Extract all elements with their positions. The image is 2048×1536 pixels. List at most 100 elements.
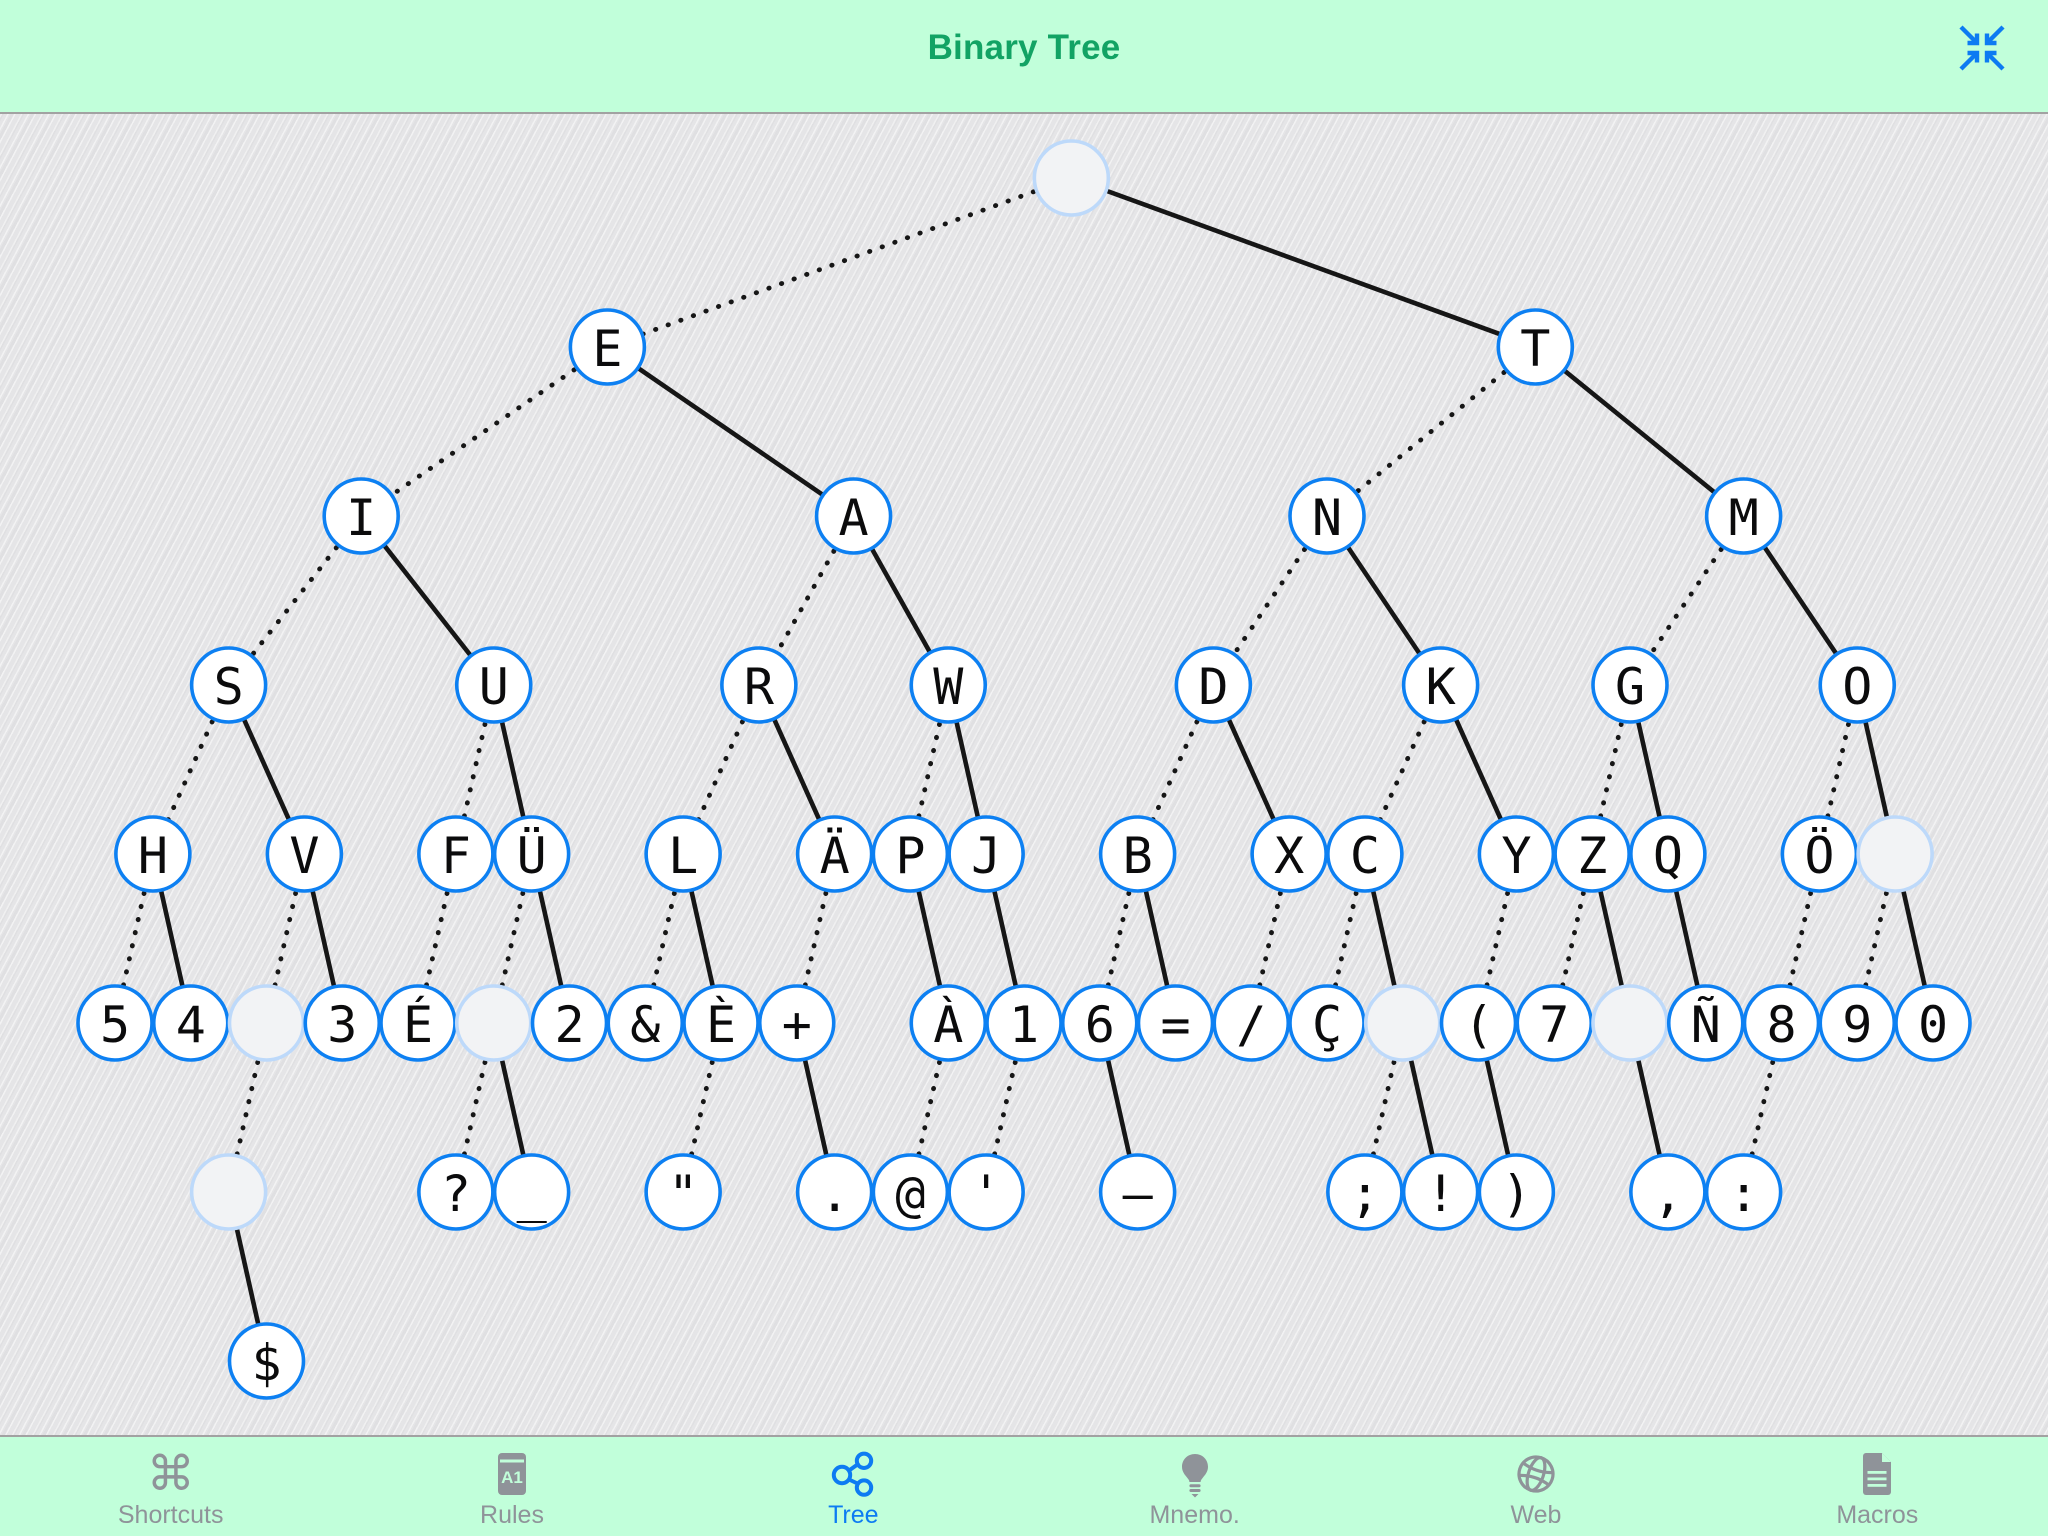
tab-label: Shortcuts — [117, 1501, 224, 1529]
tree-node-r — [720, 646, 798, 724]
tree-node-label-p: P — [895, 827, 925, 885]
tree-node-label-a-grave: À — [933, 995, 963, 1054]
tab-label: Web — [1510, 1501, 1562, 1529]
tree-node-blank — [454, 984, 533, 1062]
tab-shortcuts[interactable]: ⌘ Shortcuts — [0, 1437, 341, 1536]
tree-node-label-semicolon: ; — [1350, 1165, 1380, 1223]
tree-node-label-e-grave: È — [706, 995, 736, 1054]
tree-node-label-3: 3 — [327, 996, 357, 1054]
tree-node-label-comma: , — [1653, 1165, 1683, 1223]
navigation-bar: Binary Tree — [0, 0, 2048, 114]
tree-node-label-g: G — [1615, 658, 1645, 716]
tree-node-label-apostrophe: ' — [971, 1165, 1001, 1223]
macro-document-icon — [1863, 1453, 1892, 1495]
tree-node-label-underscore: _ — [517, 1165, 548, 1223]
tree-network-icon — [832, 1451, 874, 1497]
tree-node-underscore — [492, 1153, 571, 1231]
tree-node-label-6: 6 — [1085, 996, 1115, 1054]
tree-node-label-period: . — [820, 1165, 850, 1223]
tree-node-c — [1326, 815, 1404, 893]
tree-node-label-o-diaeresis: Ö — [1804, 827, 1834, 885]
tree-node-apostrophe — [947, 1153, 1025, 1231]
tree-node-o — [1818, 646, 1897, 724]
tree-node-label-z: Z — [1577, 827, 1607, 885]
tree-node-colon — [1704, 1153, 1783, 1231]
tree-node-label-colon: : — [1729, 1165, 1759, 1223]
tree-node-e — [568, 308, 647, 386]
tab-label: Macros — [1836, 1501, 1919, 1529]
tree-node-label-plus: + — [782, 996, 812, 1054]
tree-node-label-9: 9 — [1842, 996, 1872, 1054]
edge-dash-to-a — [606, 345, 855, 518]
tree-node-u-diaeresis — [492, 815, 571, 893]
tree-node-label-o: O — [1842, 658, 1872, 716]
tree-node-label-u-diaeresis: Ü — [517, 827, 547, 885]
edge-dot-to-b — [1135, 682, 1216, 857]
tree-node-plus — [757, 984, 836, 1062]
tree-node-label-slash: / — [1236, 996, 1266, 1054]
tree-node-m — [1704, 477, 1783, 555]
tree-node-label-i: I — [346, 489, 376, 547]
tree-node-blank — [189, 1153, 268, 1231]
tab-bar: ⌘ Shortcuts A1 Rules Tree — [0, 1435, 2048, 1536]
collapse-button[interactable] — [1954, 20, 2010, 76]
tree-node-label-8: 8 — [1766, 996, 1796, 1054]
tab-macros[interactable]: Macros — [1707, 1437, 2048, 1536]
edge-dash-to-t — [1070, 175, 1537, 350]
tree-node-blank — [227, 984, 306, 1062]
tree-node-label-r: R — [744, 658, 775, 716]
tree-node-l — [644, 815, 722, 893]
tree-node-label-4: 4 — [176, 996, 206, 1054]
tree-node-label-n: N — [1312, 489, 1342, 547]
tree-node-label-l: L — [668, 827, 698, 885]
edge-dot-to-l — [680, 682, 762, 857]
tree-node-i — [322, 477, 400, 555]
globe-icon — [1517, 1455, 1555, 1493]
tree-node-g — [1591, 646, 1669, 724]
tree-node-j — [947, 815, 1025, 893]
edge-dot-to-n — [1324, 344, 1538, 519]
collapse-arrows-icon — [1959, 25, 2005, 71]
tree-node-label-y: Y — [1501, 827, 1531, 885]
tree-node-minus — [1098, 1153, 1177, 1231]
tree-node-label-dollar: $ — [251, 1334, 281, 1392]
tree-node-u — [454, 646, 533, 724]
tree-node-blank — [1856, 815, 1934, 893]
tree-node-label-c: C — [1350, 827, 1380, 885]
tab-label: Tree — [828, 1501, 879, 1529]
tree-node-n — [1288, 477, 1366, 555]
page-title: Binary Tree — [927, 28, 1121, 67]
tree-node-label-ampersand: & — [630, 996, 660, 1054]
tree-node-label-7: 7 — [1539, 996, 1569, 1054]
tree-node-label-b: B — [1123, 827, 1153, 885]
edge-dot-to-s — [226, 513, 364, 688]
tree-node-d — [1174, 646, 1253, 724]
tab-web[interactable]: Web — [1365, 1437, 1706, 1536]
tree-node-label-u: U — [479, 658, 509, 716]
tree-node-label-q: Q — [1653, 827, 1683, 885]
tree-node-q — [1629, 815, 1707, 893]
tree-node-label-x: X — [1274, 827, 1304, 885]
tree-node-0 — [1894, 984, 1972, 1062]
tree-node-b — [1098, 815, 1177, 893]
tree-node-h — [114, 815, 192, 893]
tree-node-label-f: F — [441, 827, 471, 885]
tree-node-label-k: K — [1426, 658, 1456, 716]
edge-dot-to-i — [358, 344, 610, 519]
tree-node-label-e-acute: É — [403, 995, 433, 1054]
tree-node-label-exclamation-mark: ! — [1426, 1165, 1456, 1223]
tree-node-label-a: A — [839, 489, 869, 547]
tree-node-label-0: 0 — [1918, 996, 1948, 1054]
tab-label: Rules — [480, 1501, 544, 1529]
tab-rules[interactable]: A1 Rules — [341, 1437, 682, 1536]
tree-node-v — [265, 815, 344, 893]
tab-mnemo[interactable]: Mnemo. — [1024, 1437, 1365, 1536]
tree-node-blank — [1363, 984, 1442, 1062]
tree-node-s — [189, 646, 268, 724]
tab-label: Mnemo. — [1149, 1501, 1240, 1529]
edge-dot-to-h — [150, 682, 232, 857]
tree-node-label-equals: = — [1160, 996, 1190, 1054]
tab-tree[interactable]: Tree — [683, 1437, 1024, 1536]
tree-node-label-m: M — [1729, 489, 1759, 547]
